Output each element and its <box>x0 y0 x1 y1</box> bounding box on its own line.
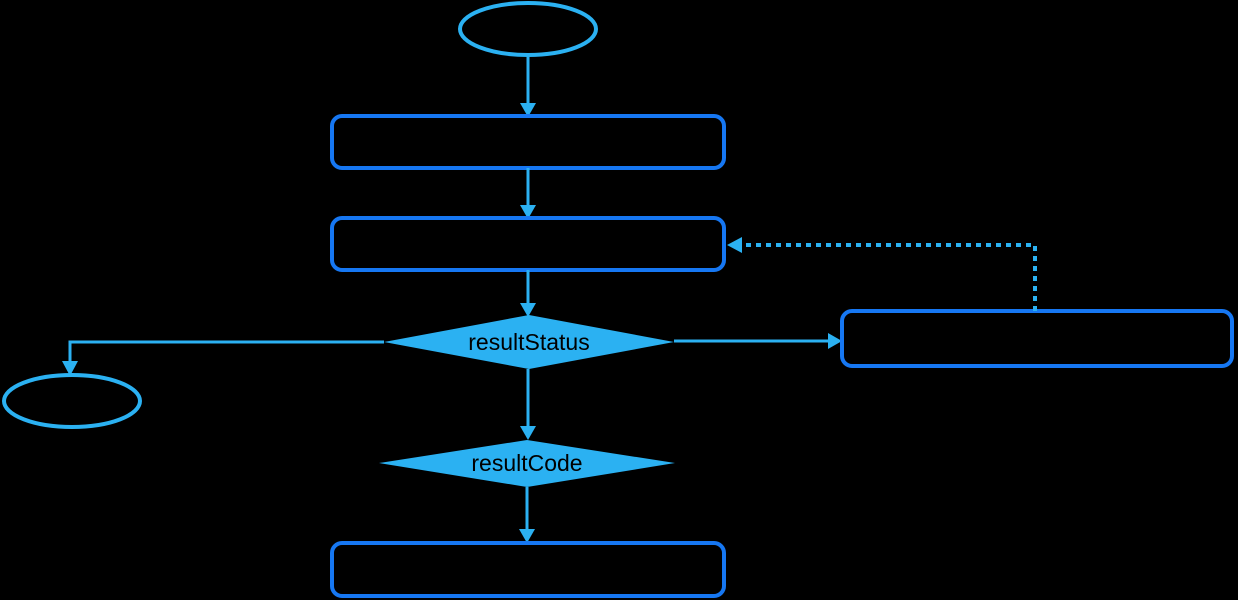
result-code-label: resultCode <box>471 450 582 476</box>
connector-result-status-to-terminal-left <box>62 340 384 376</box>
connector-start-to-process1 <box>520 55 536 117</box>
arrowhead-down-icon <box>520 303 536 317</box>
arrowhead-down-icon <box>62 361 78 376</box>
connector-process1-to-process2 <box>520 168 536 219</box>
arrowhead-down-icon <box>520 426 536 440</box>
connector-process-right-to-process2-dotted <box>727 237 1037 311</box>
process-node-2 <box>330 216 726 272</box>
process-node-right <box>840 309 1234 368</box>
arrowhead-right-icon <box>828 333 842 349</box>
process-node-1 <box>330 114 726 170</box>
connector-result-status-to-process-right <box>674 333 842 349</box>
arrowhead-left-icon <box>727 237 742 253</box>
start-node <box>458 1 598 57</box>
arrowhead-down-icon <box>520 103 536 117</box>
dotted-connector-line <box>742 243 1037 311</box>
decision-diamond <box>379 440 675 487</box>
arrowhead-down-icon <box>520 205 536 219</box>
connector-result-code-to-final <box>519 487 535 543</box>
connector-process2-to-result-status <box>520 270 536 317</box>
process-node-final <box>330 541 726 598</box>
terminal-node-left <box>2 373 142 429</box>
connector-result-status-to-result-code <box>520 369 536 440</box>
result-status-label: resultStatus <box>468 329 589 355</box>
result-code-decision-node: resultCode <box>379 440 675 487</box>
decision-diamond <box>384 315 674 369</box>
connector-line <box>68 340 384 361</box>
result-status-decision-node: resultStatus <box>384 315 674 369</box>
arrowhead-down-icon <box>519 529 535 543</box>
